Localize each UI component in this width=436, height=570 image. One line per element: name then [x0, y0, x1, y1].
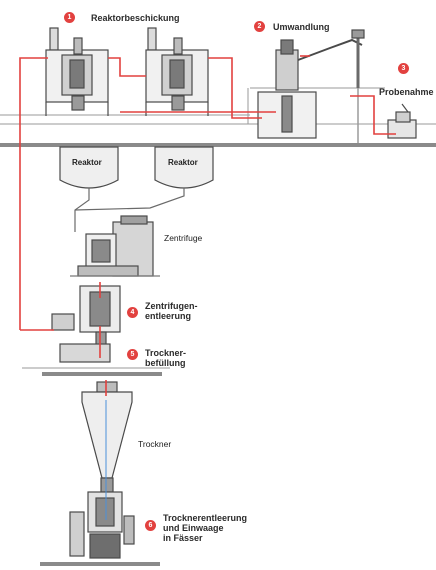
reactor-left-label: Reaktor [72, 158, 102, 167]
reactor-left-vessel [60, 147, 118, 188]
step-1-badge: 1 [64, 12, 75, 23]
centrifuge-unit [70, 216, 160, 276]
dryer-vessel [82, 382, 132, 492]
step-2-badge: 2 [254, 21, 265, 32]
reactor-right-label: Reaktor [168, 158, 198, 167]
step-2-label: Umwandlung [273, 22, 330, 32]
step-4-badge: 4 [127, 307, 138, 318]
middle-platform [42, 372, 162, 376]
transfer-station [52, 286, 120, 362]
step-6-label: Trocknerentleerung und Einwaage in Fässe… [163, 513, 247, 543]
centrifuge-label: Zentrifuge [164, 233, 202, 243]
step-3-label: Probenahme [379, 87, 434, 97]
conversion-robot [258, 30, 364, 138]
step-3-badge: 3 [398, 63, 409, 74]
drum-filling-station [70, 492, 134, 558]
step-5-label: Trockner- befüllung [145, 348, 186, 368]
loading-station-right [146, 28, 208, 116]
step-6-badge: 6 [145, 520, 156, 531]
loading-station-left [46, 28, 108, 116]
sampling-station [388, 104, 416, 138]
step-5-badge: 5 [127, 349, 138, 360]
reactor-right-vessel [155, 147, 213, 188]
step-4-label: Zentrifugen- entleerung [145, 301, 198, 321]
step-1-label: Reaktorbeschickung [91, 13, 180, 23]
floor [40, 562, 160, 566]
dryer-label: Trockner [138, 439, 171, 449]
